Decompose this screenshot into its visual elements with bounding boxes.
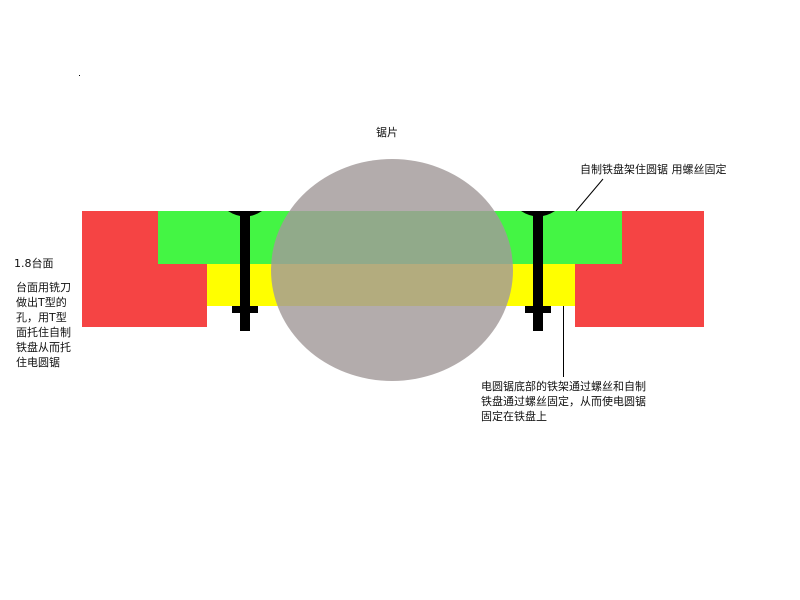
desc-line: 固定在铁盘上 — [481, 410, 547, 423]
saw-blade — [271, 159, 513, 381]
desc-line: 面托住自制 — [16, 326, 71, 339]
table-description: 台面用铣刀 做出T型的 孔，用T型 面托住自制 铁盘从而托 住电圆锯 — [16, 280, 71, 370]
desc-line: 铁盘从而托 — [16, 341, 71, 354]
left-bolt-icon — [228, 211, 262, 331]
leader-line-top — [575, 178, 604, 212]
desc-line: 铁盘通过螺丝固定，从而使电圆锯 — [481, 395, 646, 408]
desc-line: 电圆锯底部的铁架通过螺丝和自制 — [481, 380, 646, 393]
saw-mount-description: 电圆锯底部的铁架通过螺丝和自制 铁盘通过螺丝固定，从而使电圆锯 固定在铁盘上 — [481, 379, 646, 424]
table-title-label: 1.8台面 — [14, 257, 54, 270]
right-bolt-icon — [521, 211, 555, 331]
desc-line: 做出T型的 — [16, 296, 67, 309]
stray-dot — [79, 75, 80, 76]
iron-plate-label: 自制铁盘架住圆锯 用螺丝固定 — [580, 163, 727, 176]
desc-line: 孔，用T型 — [16, 311, 67, 324]
desc-line: 台面用铣刀 — [16, 281, 71, 294]
desc-line: 住电圆锯 — [16, 356, 60, 369]
saw-blade-label: 锯片 — [376, 126, 398, 139]
